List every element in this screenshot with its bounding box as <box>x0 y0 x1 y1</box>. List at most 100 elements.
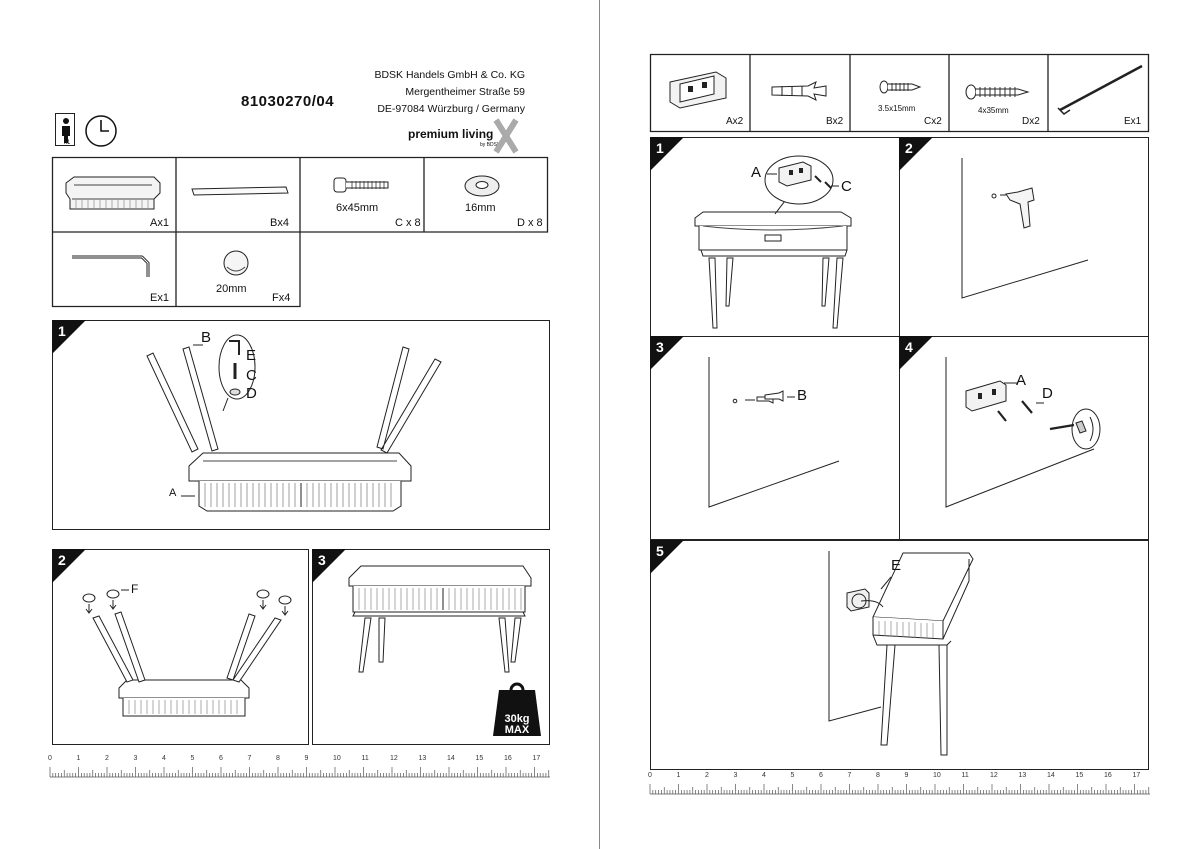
ruler-number: 12 <box>990 772 998 779</box>
step-number: 5 <box>656 543 664 559</box>
max-load-max: MAX <box>504 724 530 736</box>
ruler-number: 5 <box>790 772 795 779</box>
step-badge <box>52 320 86 354</box>
wall-part-c-label: Cx2 <box>924 116 942 127</box>
wall-part-a-bracket-icon <box>666 68 730 112</box>
step-3-illustration <box>348 565 541 736</box>
right-step-1-label-c: C <box>841 178 852 195</box>
ruler-number: 10 <box>333 755 341 762</box>
part-f-pad-icon <box>222 249 250 277</box>
ruler-number: 6 <box>819 772 823 779</box>
right-step-4: 4 A D <box>899 336 1149 540</box>
address-line-2: Mergentheimer Straße 59 <box>405 86 525 98</box>
right-step-5: 5 E <box>650 540 1149 770</box>
ruler-number: 2 <box>705 772 709 779</box>
ruler-number: 3 <box>133 755 138 762</box>
product-code: 81030270/04 <box>241 93 335 110</box>
person-count: x1 <box>64 140 71 146</box>
step-1-label-e: E <box>246 347 257 364</box>
ruler-number: 4 <box>162 755 166 762</box>
step-number: 3 <box>318 552 326 568</box>
right-step-1-label-a: A <box>751 164 762 181</box>
part-d-label: D x 8 <box>517 217 543 229</box>
wall-part-c-screw-icon <box>878 80 922 94</box>
right-step-1: 1 A C <box>650 137 900 337</box>
part-b-label: Bx4 <box>270 217 289 229</box>
part-d-washer-icon <box>462 172 502 200</box>
part-f-label: Fx4 <box>272 292 291 304</box>
right-step-4-illustration <box>945 357 1101 508</box>
parts-table: Ax1 Bx4 6x45mm C x 8 16mm D x 8 Ex1 20mm… <box>51 156 549 308</box>
ruler-number: 10 <box>933 772 941 779</box>
ruler-number: 1 <box>76 755 81 762</box>
step-badge <box>312 549 346 583</box>
ruler-number: 16 <box>504 755 512 762</box>
ruler-number: 7 <box>247 755 252 762</box>
step-1-label-b: B <box>201 329 212 346</box>
ruler-number: 15 <box>1075 772 1084 779</box>
left-step-3: 3 30kg MAX <box>312 549 550 745</box>
ruler-number: 7 <box>847 772 852 779</box>
step-badge <box>52 549 86 583</box>
right-step-3: 3 B <box>650 336 900 540</box>
wall-part-e-strap-icon <box>1054 62 1146 118</box>
wall-part-b-dowel-icon <box>768 80 832 102</box>
wall-part-d-size: 4x35mm <box>978 106 1009 115</box>
ruler-number: 16 <box>1104 772 1112 779</box>
step-badge <box>650 336 684 370</box>
ruler-number: 6 <box>219 755 223 762</box>
left-step-1: 1 B E C D A <box>52 320 550 530</box>
right-step-4-label-d: D <box>1042 385 1053 402</box>
ruler-number: 14 <box>1047 772 1055 779</box>
ruler-ticks <box>649 784 1150 795</box>
right-step-2-illustration <box>961 158 1089 299</box>
step-number: 2 <box>58 552 66 568</box>
part-c-bolt-icon <box>332 175 392 195</box>
max-load-badge: 30kg MAX <box>493 714 541 736</box>
wall-part-e-label: Ex1 <box>1124 116 1142 127</box>
ruler-number: 2 <box>105 755 109 762</box>
ruler-ticks <box>49 767 550 778</box>
ruler-number: 1 <box>676 772 681 779</box>
step-2-illustration <box>82 589 292 717</box>
step-number: 1 <box>656 140 664 156</box>
ruler-number: 12 <box>390 755 398 762</box>
part-d-size: 16mm <box>465 202 496 214</box>
step-number: 3 <box>656 339 664 355</box>
right-page: Ax2 Bx2 3.5x15mm Cx2 4x35mm Dx2 Ex1 1 <box>600 0 1200 849</box>
ruler-number: 13 <box>1018 772 1027 779</box>
wall-parts-table: Ax2 Bx2 3.5x15mm Cx2 4x35mm Dx2 Ex1 <box>649 53 1150 133</box>
step-1-label-a: A <box>169 487 177 499</box>
ruler-number: 17 <box>1132 772 1141 779</box>
person-icon: x1 <box>55 113 75 146</box>
ruler-number: 5 <box>190 755 195 762</box>
step-2-label-f: F <box>131 582 139 596</box>
right-step-5-illustration <box>828 551 974 756</box>
ruler-number: 8 <box>276 755 280 762</box>
right-step-3-label-b: B <box>797 387 808 404</box>
part-a-label: Ax1 <box>150 217 169 229</box>
company-address: BDSK Handels GmbH & Co. KG Mergentheimer… <box>340 67 525 118</box>
part-a-cabinet-icon <box>62 175 162 215</box>
part-c-size: 6x45mm <box>336 202 379 214</box>
right-step-3-illustration <box>708 357 840 508</box>
wall-part-a-label: Ax2 <box>726 116 744 127</box>
page-divider <box>599 0 600 849</box>
step-badge <box>899 137 933 171</box>
ruler-number: 13 <box>418 755 427 762</box>
step-badge <box>650 540 684 574</box>
right-step-4-label-a: A <box>1016 372 1027 389</box>
wall-part-d-label: Dx2 <box>1022 116 1040 127</box>
ruler-number: 0 <box>48 755 52 762</box>
left-page: 81030270/04 BDSK Handels GmbH & Co. KG M… <box>0 0 599 849</box>
step-number: 1 <box>58 323 66 339</box>
ruler-number: 15 <box>475 755 484 762</box>
ruler-number: 4 <box>762 772 766 779</box>
step-1-label-d: D <box>246 385 257 402</box>
ruler-number: 9 <box>304 755 309 762</box>
ruler-number: 17 <box>532 755 541 762</box>
step-1-illustration <box>146 334 442 512</box>
ruler-number: 9 <box>904 772 909 779</box>
